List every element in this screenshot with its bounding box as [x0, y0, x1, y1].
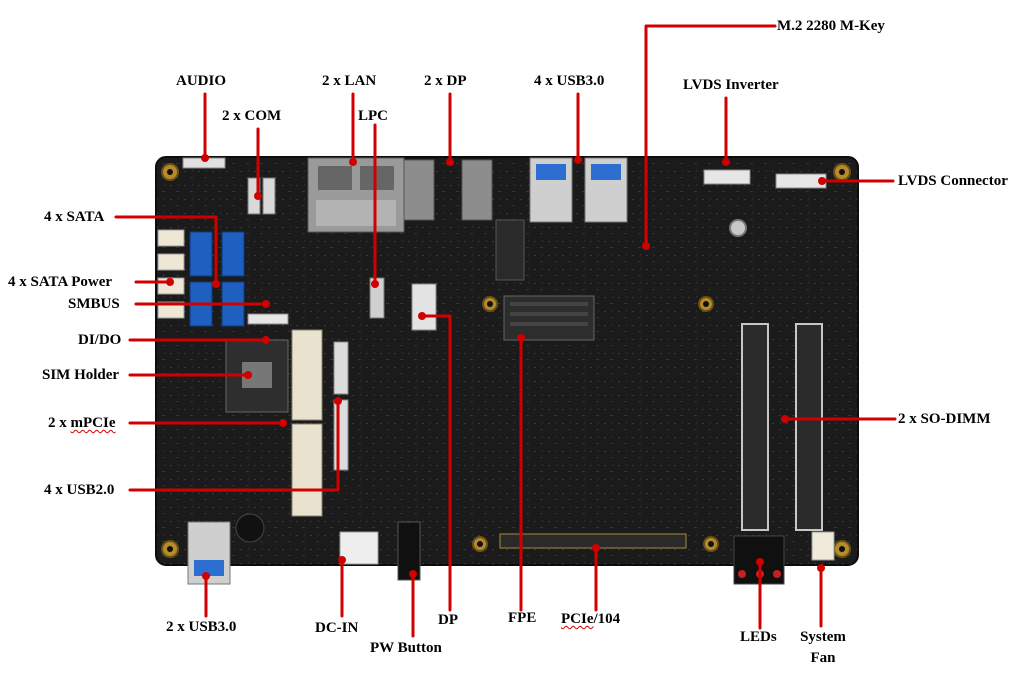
sodimm-slot-1 [741, 323, 769, 531]
lvds-inverter-header [703, 169, 751, 185]
label-m2: M.2 2280 M-Key [777, 18, 885, 34]
label-usb30-top: 4 x USB3.0 [534, 73, 605, 89]
mpcie-slot-2 [291, 423, 323, 517]
label-dido: DI/DO [78, 332, 122, 348]
label-sata-power: 4 x SATA Power [8, 274, 113, 290]
label-fpe: FPE [508, 610, 537, 626]
label-lvds-inverter: LVDS Inverter [683, 77, 779, 93]
mpcie-slot-1 [291, 329, 323, 421]
usb20-header-1 [333, 341, 349, 395]
label-pcie104-prefix: PCIe [561, 611, 594, 627]
label-lvds-connector: LVDS Connector [898, 173, 1008, 189]
label-dp-bottom: DP [438, 612, 458, 628]
label-sata: 4 x SATA [44, 209, 105, 225]
label-mpcie-word: mPCIe [70, 415, 116, 431]
label-pw-button: PW Button [370, 640, 442, 656]
m2-slot [495, 219, 525, 281]
label-usb30-bottom: 2 x USB3.0 [166, 619, 237, 635]
label-dcin: DC-IN [315, 620, 359, 636]
pcb-board [155, 156, 859, 566]
label-dp-top: 2 x DP [424, 73, 467, 89]
dp-header [411, 283, 437, 331]
label-leds: LEDs [740, 629, 777, 645]
sata-power-connectors [157, 229, 185, 319]
callout-dots [166, 154, 826, 580]
standoff [729, 219, 747, 237]
label-lpc: LPC [358, 108, 388, 124]
label-system: System [800, 629, 846, 645]
system-fan-header [811, 531, 835, 561]
com-header-2 [262, 177, 276, 215]
label-smbus: SMBUS [68, 296, 120, 312]
lpc-header [369, 277, 385, 319]
label-audio: AUDIO [176, 73, 227, 89]
label-com: 2 x COM [222, 108, 282, 124]
label-usb20: 4 x USB2.0 [44, 482, 115, 498]
pw-button-header [397, 521, 421, 581]
dido-header [247, 313, 289, 325]
usb20-header-2 [333, 399, 349, 471]
callout-lines [114, 24, 897, 638]
sodimm-slot-2 [795, 323, 823, 531]
label-sodimm: 2 x SO-DIMM [898, 411, 991, 427]
dp-port-2 [461, 159, 493, 221]
label-fan: Fan [810, 650, 836, 666]
label-sim: SIM Holder [42, 367, 120, 383]
label-mpcie: 2 x mPCIe [48, 415, 116, 432]
label-pcie104: PCIe/104 [561, 611, 620, 628]
label-pcie104-suffix: /104 [593, 611, 621, 627]
label-mpcie-prefix: 2 x [48, 415, 71, 431]
dp-port-1 [403, 159, 435, 221]
buzzer [235, 513, 265, 543]
label-lan: 2 x LAN [322, 73, 377, 89]
label-system-fan: System Fan [792, 629, 854, 667]
dcin-connector [339, 531, 379, 565]
